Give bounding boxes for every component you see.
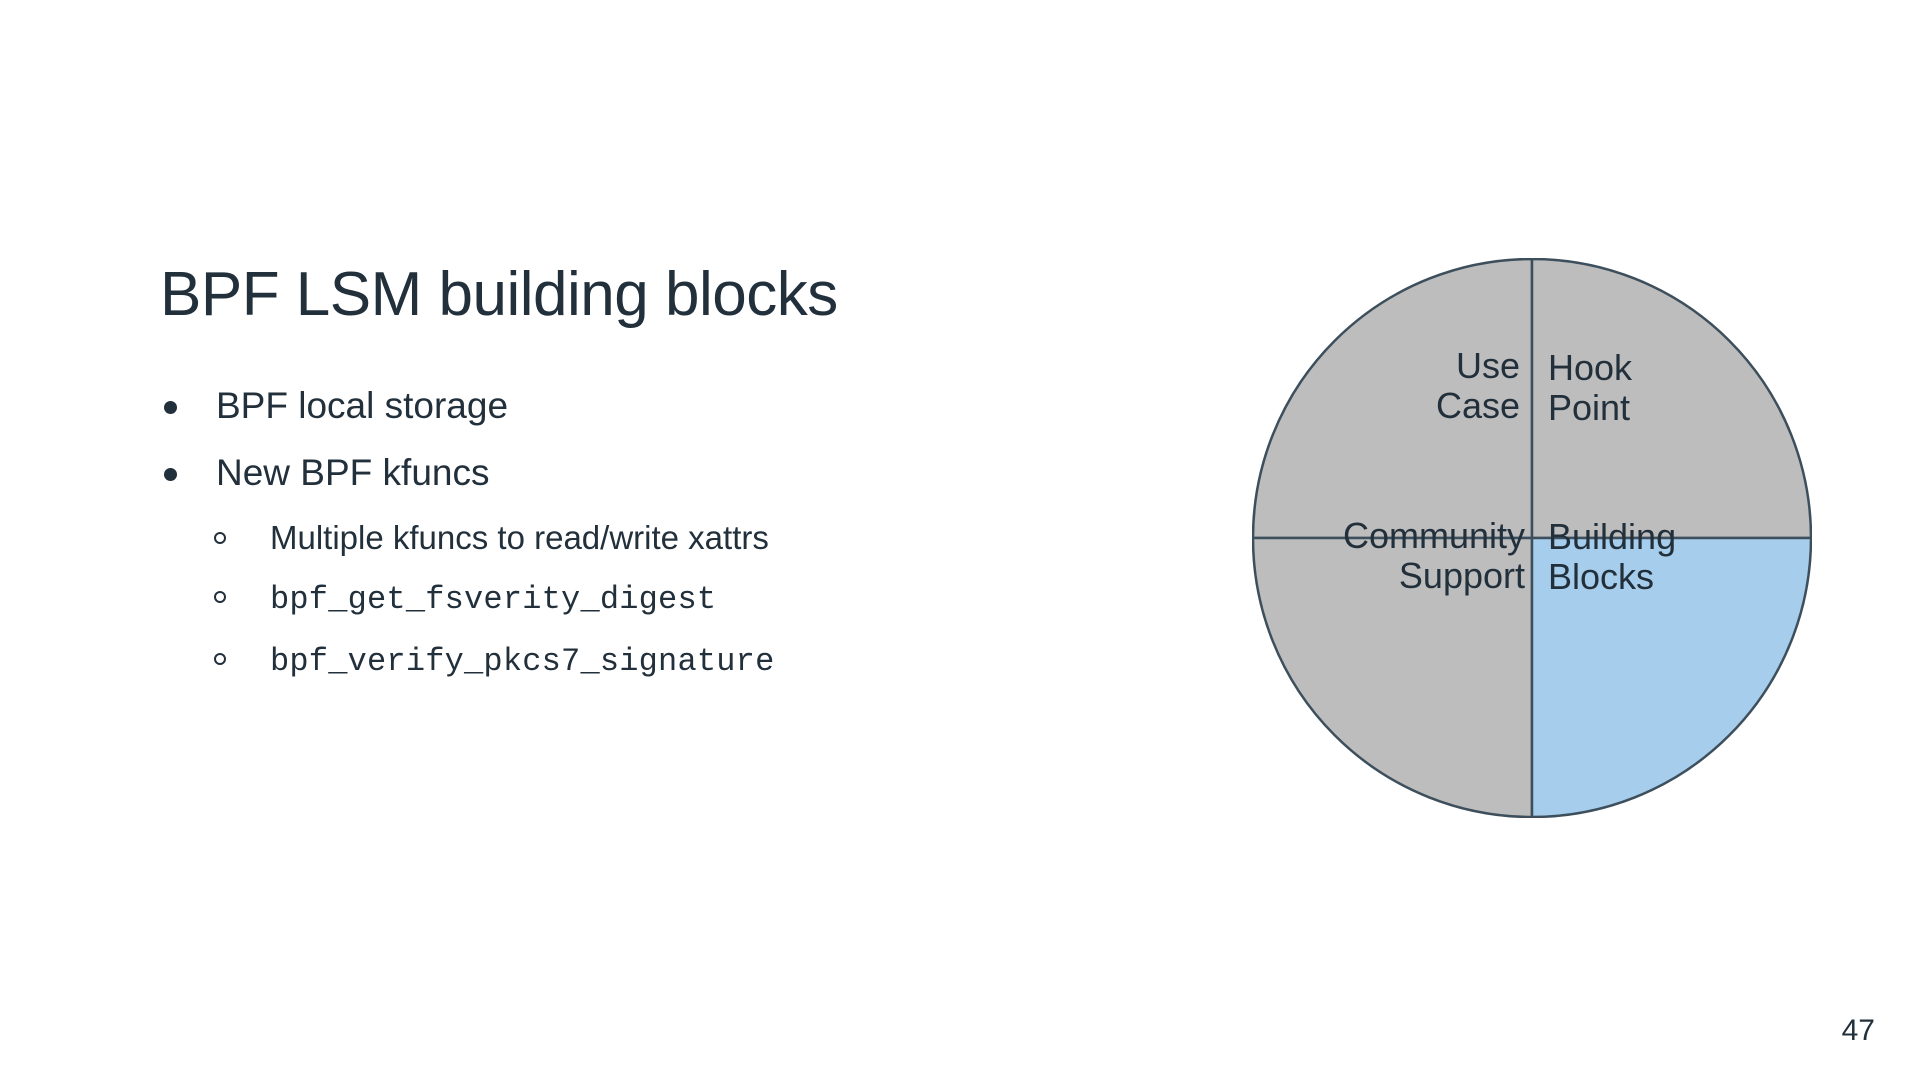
quadrant-pie-diagram: Use Case Hook Point Community Support Bu… xyxy=(1252,258,1812,818)
pie-label-building-blocks: Building Blocks xyxy=(1548,516,1677,598)
list-item-label: New BPF kfuncs xyxy=(216,452,490,494)
bullet-ring-icon xyxy=(214,653,226,666)
list-item-code-label: bpf_verify_pkcs7_signature xyxy=(270,643,775,681)
list-item-label: BPF local storage xyxy=(216,385,509,427)
list-item: New BPF kfuncs xyxy=(160,454,1060,491)
page-number: 47 xyxy=(1841,1014,1875,1047)
list-item: bpf_verify_pkcs7_signature xyxy=(160,642,1060,678)
bullet-dot-icon xyxy=(164,468,177,482)
pie-slice-community-support xyxy=(1252,536,1534,818)
bullet-list: BPF local storage New BPF kfuncs Multipl… xyxy=(160,387,1060,678)
page-title: BPF LSM building blocks xyxy=(160,260,838,329)
bullet-ring-icon xyxy=(214,591,226,604)
pie-label-use-case: Use Case xyxy=(1435,345,1520,427)
pie-label-community-support: Community Support xyxy=(1342,515,1525,597)
bullet-ring-icon xyxy=(214,532,226,545)
list-item: Multiple kfuncs to read/write xattrs xyxy=(160,521,1060,554)
pie-slice-use-case xyxy=(1252,258,1534,540)
list-item: bpf_get_fsverity_digest xyxy=(160,580,1060,616)
pie-label-hook-point: Hook Point xyxy=(1548,347,1633,429)
slide-content: BPF LSM building blocks BPF local storag… xyxy=(160,260,1060,704)
pie-slice-hook-point xyxy=(1530,258,1812,540)
list-item: BPF local storage xyxy=(160,387,1060,424)
list-item-label: Multiple kfuncs to read/write xattrs xyxy=(270,519,769,557)
pie-slice-building-blocks xyxy=(1530,536,1812,818)
list-item-code-label: bpf_get_fsverity_digest xyxy=(270,581,717,619)
bullet-dot-icon xyxy=(164,401,177,415)
